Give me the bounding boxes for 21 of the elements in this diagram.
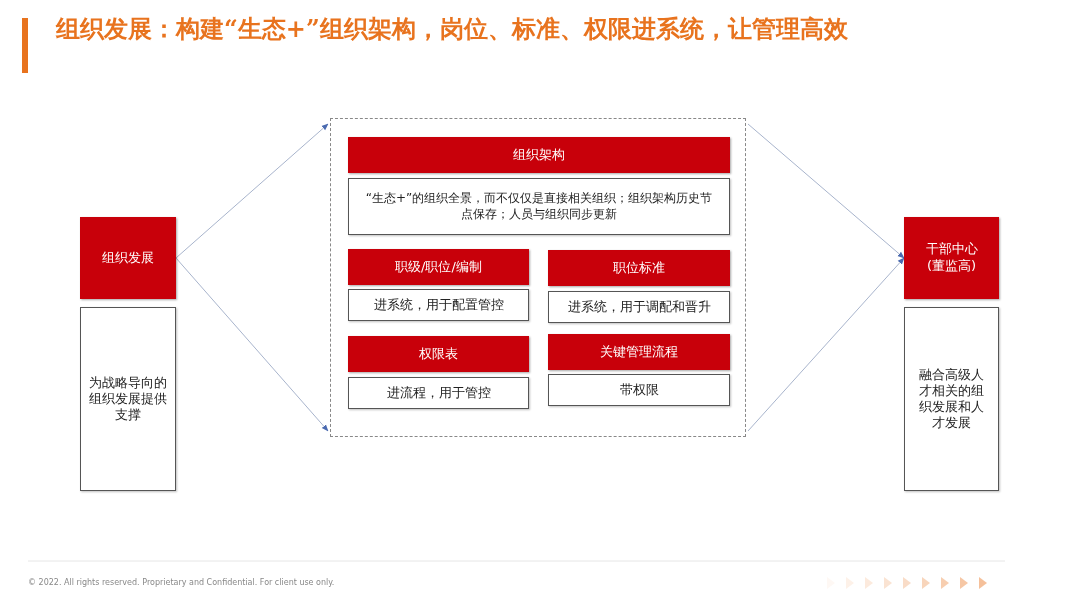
- slide-title: 组织发展：构建“生态+”组织架构，岗位、标准、权限进系统，让管理高效: [56, 14, 849, 44]
- description-box: “生态+”的组织全景，而不仅仅是直接相关组织；组织架构历史节点保存；人员与组织同步更新: [348, 178, 730, 235]
- description-box: 带权限: [548, 374, 730, 406]
- description-box: 进系统，用于配置管控: [348, 289, 529, 321]
- title-bar: 权限表: [348, 336, 529, 372]
- title-bar: 组织架构: [348, 137, 730, 173]
- description-box: 为战略导向的组织发展提供支撑: [80, 307, 176, 491]
- arrow: [747, 257, 905, 432]
- title-bar: 干部中心 (董监高): [904, 217, 999, 299]
- title-bar: 职位标准: [548, 250, 730, 286]
- description-box: 融合高级人才相关的组织发展和人才发展: [904, 307, 999, 491]
- arrow: [175, 257, 329, 432]
- arrow: [747, 123, 905, 259]
- title-bar: 职级/职位/编制: [348, 249, 529, 285]
- dashed-group-box: [330, 118, 746, 437]
- arrow: [175, 123, 329, 259]
- title-bar: 关键管理流程: [548, 334, 730, 370]
- copyright-note: © 2022. All rights reserved. Proprietary and Confidential. For client use only.: [28, 578, 335, 587]
- description-box: 进流程，用于管控: [348, 377, 529, 409]
- title-bar: 组织发展: [80, 217, 176, 299]
- description-box: 进系统，用于调配和晋升: [548, 291, 730, 323]
